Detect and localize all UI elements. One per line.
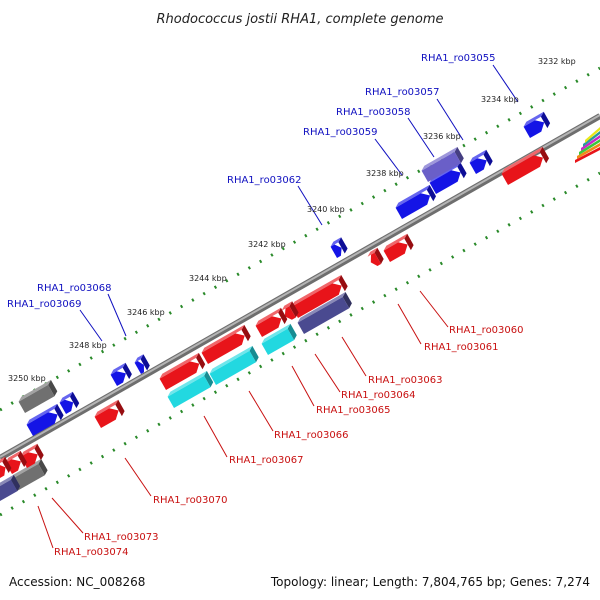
gene-label[interactable]: RHA1_ro03065 <box>316 405 391 416</box>
tick-label: 3232 kbp <box>538 57 576 66</box>
gene-label[interactable]: RHA1_ro03059 <box>303 127 378 138</box>
gene-feature-red[interactable] <box>367 247 384 266</box>
gene-labels-top: RHA1_ro03055 RHA1_ro03057 RHA1_ro03058 R… <box>7 53 496 310</box>
gene-feature-blue[interactable] <box>469 149 493 174</box>
feature-strip <box>585 127 600 143</box>
gene-feature-cyan[interactable] <box>261 323 297 355</box>
tick-label: 3240 kbp <box>307 205 345 214</box>
gene-feature-blue[interactable] <box>330 237 348 258</box>
tick-label: 3242 kbp <box>248 240 286 249</box>
feature-strip <box>581 135 600 151</box>
gene-label[interactable]: RHA1_ro03066 <box>274 430 349 441</box>
gene-feature-red[interactable] <box>501 146 549 185</box>
scale-line <box>0 66 600 412</box>
gene-labels-bottom: RHA1_ro03060 RHA1_ro03061 RHA1_ro03063 R… <box>54 325 524 558</box>
gene-feature-red[interactable] <box>0 456 12 478</box>
gene-label[interactable]: RHA1_ro03055 <box>421 53 496 64</box>
gene-label[interactable]: RHA1_ro03074 <box>54 547 129 558</box>
gene-label[interactable]: RHA1_ro03060 <box>449 325 524 336</box>
gene-feature-purple[interactable] <box>421 146 464 182</box>
genome-backbone <box>0 113 600 461</box>
tick-label: 3238 kbp <box>366 169 404 178</box>
tick-label: 3244 kbp <box>189 274 227 283</box>
feature-strip <box>583 131 600 147</box>
feature-strip <box>577 143 600 159</box>
tick-label: 3246 kbp <box>127 308 165 317</box>
gene-label[interactable]: RHA1_ro03061 <box>424 342 499 353</box>
gene-label[interactable]: RHA1_ro03057 <box>365 87 440 98</box>
gene-feature-red[interactable] <box>281 301 299 320</box>
gene-feature-red[interactable] <box>291 275 348 318</box>
gene-label[interactable]: RHA1_ro03067 <box>229 455 304 466</box>
accession-text: Accession: NC_008268 <box>9 575 145 589</box>
feature-strip <box>579 139 600 155</box>
gene-feature-navy[interactable] <box>0 474 21 501</box>
gene-feature-blue[interactable] <box>110 362 132 386</box>
gene-label[interactable]: RHA1_ro03068 <box>37 283 112 294</box>
tick-label: 3234 kbp <box>481 95 519 104</box>
gene-label[interactable]: RHA1_ro03062 <box>227 175 302 186</box>
gene-feature-red[interactable] <box>255 307 288 337</box>
gene-features <box>0 111 600 501</box>
gene-feature-blue[interactable] <box>26 403 64 436</box>
tick-label: 3236 kbp <box>423 132 461 141</box>
gene-feature-blue[interactable] <box>523 111 551 138</box>
gene-label[interactable]: RHA1_ro03073 <box>84 532 159 543</box>
gene-feature-cyan[interactable] <box>167 370 214 408</box>
gene-feature-red[interactable] <box>20 443 44 468</box>
gene-feature-navy[interactable] <box>297 292 352 334</box>
gene-feature-cyan[interactable] <box>209 345 259 385</box>
gene-feature-blue[interactable] <box>59 391 80 414</box>
gene-label[interactable]: RHA1_ro03063 <box>368 375 443 386</box>
gene-feature-red[interactable] <box>5 450 27 474</box>
top-leader-lines <box>79 64 519 342</box>
tick-labels: 3232 kbp 3234 kbp 3236 kbp 3238 kbp 3240… <box>8 57 576 383</box>
gene-label[interactable]: RHA1_ro03058 <box>336 107 411 118</box>
gene-label[interactable]: RHA1_ro03069 <box>7 299 82 310</box>
gene-feature-red[interactable] <box>94 399 125 428</box>
gene-feature-red[interactable] <box>201 324 251 364</box>
bottom-leader-lines <box>37 290 449 549</box>
gene-feature-red[interactable] <box>383 233 414 262</box>
gene-label[interactable]: RHA1_ro03070 <box>153 495 228 506</box>
gene-feature-blue[interactable] <box>395 184 436 219</box>
gene-feature-red[interactable] <box>159 352 206 390</box>
feature-strip <box>575 147 600 163</box>
tick-label: 3248 kbp <box>69 341 107 350</box>
topology-text: Topology: linear; Length: 7,804,765 bp; … <box>270 575 590 589</box>
gene-label[interactable]: RHA1_ro03064 <box>341 390 416 401</box>
tick-label: 3250 kbp <box>8 374 46 383</box>
gene-feature-blue[interactable] <box>134 354 150 374</box>
gene-feature-gray[interactable] <box>18 379 58 413</box>
diagram-title: Rhodococcus jostii RHA1, complete genome <box>157 12 444 27</box>
